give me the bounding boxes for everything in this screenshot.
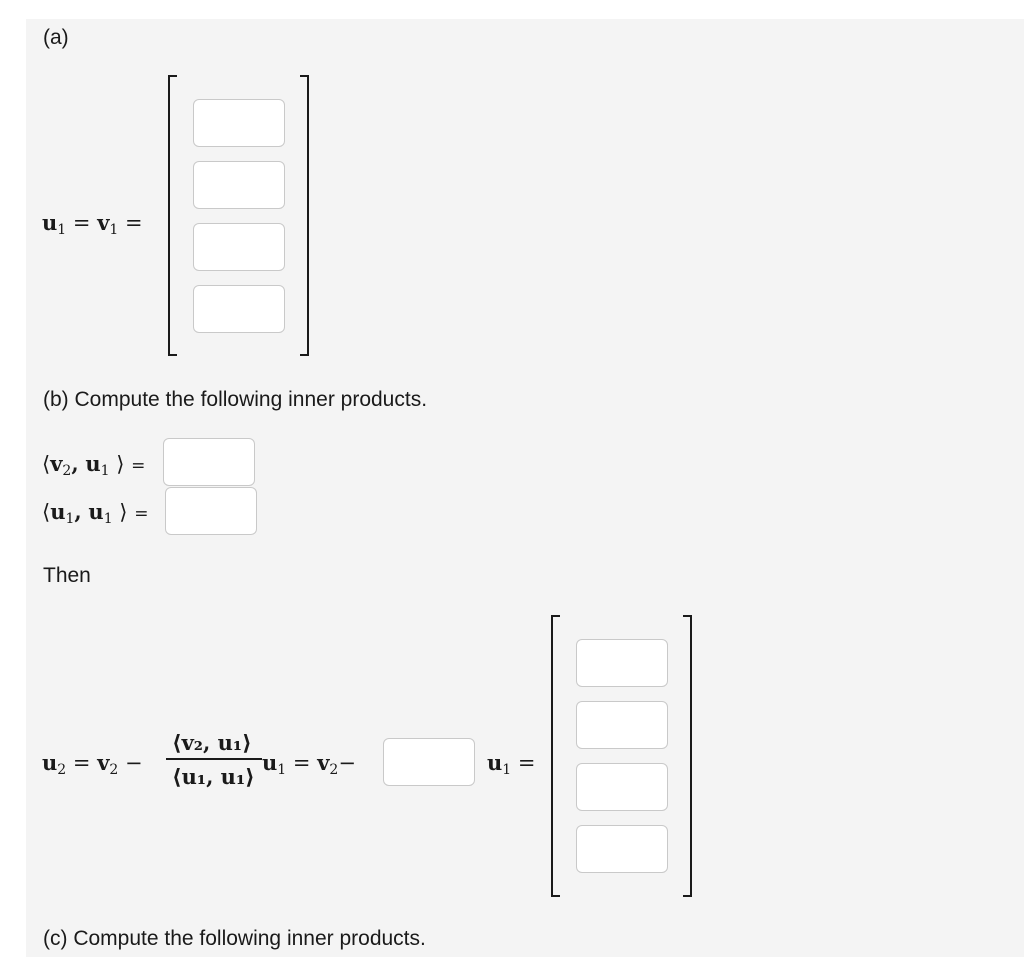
u2-entry-3-input[interactable] — [576, 763, 668, 811]
part-a-label: (a) — [43, 26, 69, 49]
result-left-bracket — [551, 615, 560, 897]
matrix-right-bracket — [300, 75, 309, 356]
u1-entry-4-input[interactable] — [193, 285, 285, 333]
u1-equals: u1 = — [487, 750, 536, 778]
u2-middle: u1 = v2− — [262, 750, 356, 778]
inner-product-v2-u1: ⟨v2, u1 ⟩ = — [42, 451, 146, 479]
u2-entry-2-input[interactable] — [576, 701, 668, 749]
part-b-label: (b) Compute the following inner products… — [43, 388, 428, 411]
result-right-bracket — [683, 615, 692, 897]
inner-product-u1-u1-input[interactable] — [165, 487, 257, 535]
inner-product-v2-u1-input[interactable] — [163, 438, 255, 486]
fraction-numerator: ⟨v₂, u₁⟩ — [172, 730, 252, 755]
inner-product-u1-u1: ⟨u1, u1 ⟩ = — [42, 499, 149, 527]
u1-equals-v1-equation: u1 = v1 = — [42, 210, 143, 238]
u2-entry-4-input[interactable] — [576, 825, 668, 873]
part-c-label: (c) Compute the following inner products… — [43, 927, 426, 950]
matrix-left-bracket — [168, 75, 177, 356]
then-label: Then — [43, 564, 91, 587]
u1-entry-2-input[interactable] — [193, 161, 285, 209]
u1-entry-3-input[interactable] — [193, 223, 285, 271]
u2-lhs: u2 = v2 − — [42, 750, 143, 778]
u2-entry-1-input[interactable] — [576, 639, 668, 687]
projection-coefficient-input[interactable] — [383, 738, 475, 786]
u1-entry-1-input[interactable] — [193, 99, 285, 147]
fraction-bar — [166, 758, 262, 760]
fraction-denominator: ⟨u₁, u₁⟩ — [172, 764, 255, 789]
